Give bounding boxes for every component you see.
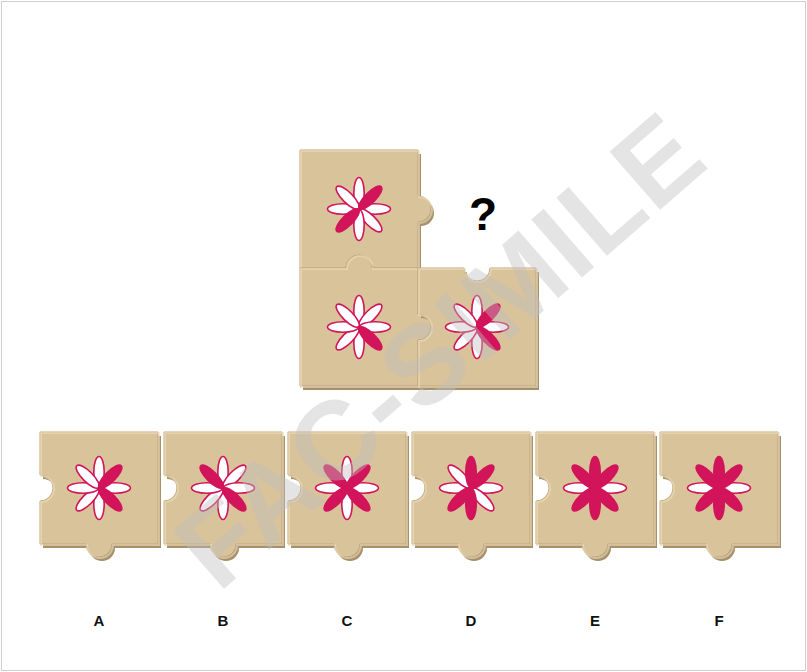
puzzle-piece (288, 432, 409, 561)
petal (321, 485, 350, 514)
puzzle-piece (164, 432, 285, 561)
petal (333, 183, 362, 212)
petal (693, 485, 722, 514)
piece-face (300, 255, 431, 386)
piece-face (418, 268, 536, 386)
flower-symbol (440, 457, 503, 520)
petal (451, 301, 480, 330)
piece-highlight (413, 433, 531, 558)
petal (474, 324, 503, 353)
petal (445, 485, 474, 514)
petal (96, 485, 125, 514)
piece-highlight (165, 433, 283, 558)
piece-face (412, 432, 530, 557)
piece-face (164, 432, 282, 557)
option-letter: B (218, 612, 229, 629)
flower-symbol (316, 457, 379, 520)
piece-highlight (301, 256, 432, 387)
petal (356, 324, 385, 353)
petal (474, 301, 503, 330)
piece-highlight (537, 433, 655, 558)
option-letter: D (466, 612, 477, 629)
petal (333, 206, 362, 235)
puzzle-piece (300, 150, 434, 272)
option-letter: A (94, 612, 105, 629)
piece-face (536, 432, 654, 557)
petal (693, 462, 722, 491)
piece-highlight (289, 433, 407, 558)
petal (73, 462, 102, 491)
petal (592, 462, 621, 491)
petal (344, 485, 373, 514)
piece-face (40, 432, 158, 557)
petal (333, 301, 362, 330)
piece-highlight (419, 269, 537, 387)
piece-highlight (41, 433, 159, 558)
flower-symbol (328, 178, 391, 241)
option-letter: F (714, 612, 723, 629)
flower-symbol (446, 296, 509, 359)
petal (356, 183, 385, 212)
petal (321, 462, 350, 491)
petal (220, 485, 249, 514)
piece-face (288, 432, 406, 557)
flower-symbol (564, 457, 627, 520)
option-letter: C (342, 612, 353, 629)
petal (569, 462, 598, 491)
petal (344, 462, 373, 491)
puzzle-piece (300, 255, 434, 390)
piece-highlight (301, 151, 432, 269)
flower-symbol (192, 457, 255, 520)
puzzle-piece (418, 268, 539, 390)
flower-symbol (688, 457, 751, 520)
flower-symbol (68, 457, 131, 520)
flower-symbol (328, 296, 391, 359)
piece-face (660, 432, 778, 557)
option-letter: E (590, 612, 600, 629)
petal (96, 462, 125, 491)
question-mark: ? (469, 187, 497, 241)
petal (197, 462, 226, 491)
piece-face (300, 150, 431, 268)
watermark: FAC-SIMILE (151, 87, 730, 614)
petal (468, 462, 497, 491)
petal (569, 485, 598, 514)
puzzle-piece (660, 432, 781, 561)
petal (716, 462, 745, 491)
piece-highlight (661, 433, 779, 558)
puzzle-piece (536, 432, 657, 561)
puzzle-piece (40, 432, 161, 561)
puzzle-piece (412, 432, 533, 561)
